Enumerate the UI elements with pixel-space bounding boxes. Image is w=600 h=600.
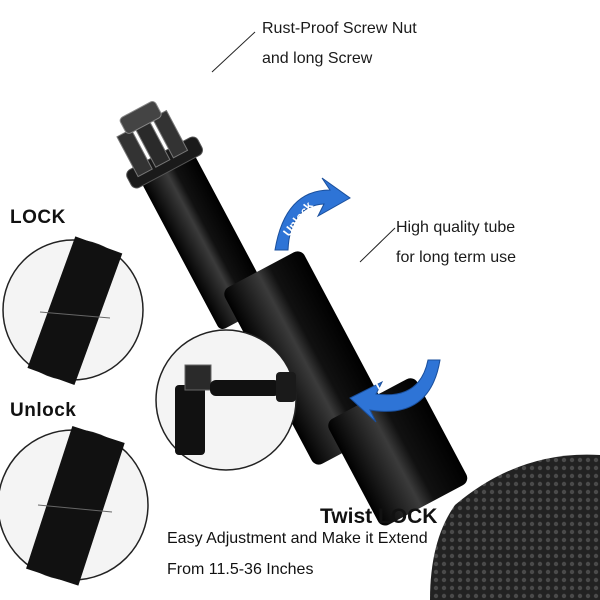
tube-callout-line1: High quality tube	[396, 219, 516, 236]
tube-callout: High quality tube for long term use	[396, 213, 516, 273]
screw-callout: Rust-Proof Screw Nut and long Screw	[262, 14, 417, 74]
unlock-arrow	[274, 177, 351, 251]
screw-callout-line1: Rust-Proof Screw Nut	[262, 20, 417, 37]
lock-label: LOCK	[10, 207, 66, 228]
tube-callout-line2: for long term use	[396, 249, 517, 266]
upper-tube	[126, 136, 468, 526]
unlock-label: Unlock	[10, 400, 77, 421]
mount-head	[116, 101, 189, 178]
lock-arrow	[349, 359, 441, 423]
twist-lock-headline: Twist LOCK	[320, 505, 438, 528]
grip	[430, 454, 600, 600]
caption-line1: Easy Adjustment and Make it Extend	[167, 530, 428, 547]
screw-callout-line2: and long Screw	[262, 50, 373, 67]
caption-line2: From 11.5-36 Inches	[167, 561, 314, 578]
